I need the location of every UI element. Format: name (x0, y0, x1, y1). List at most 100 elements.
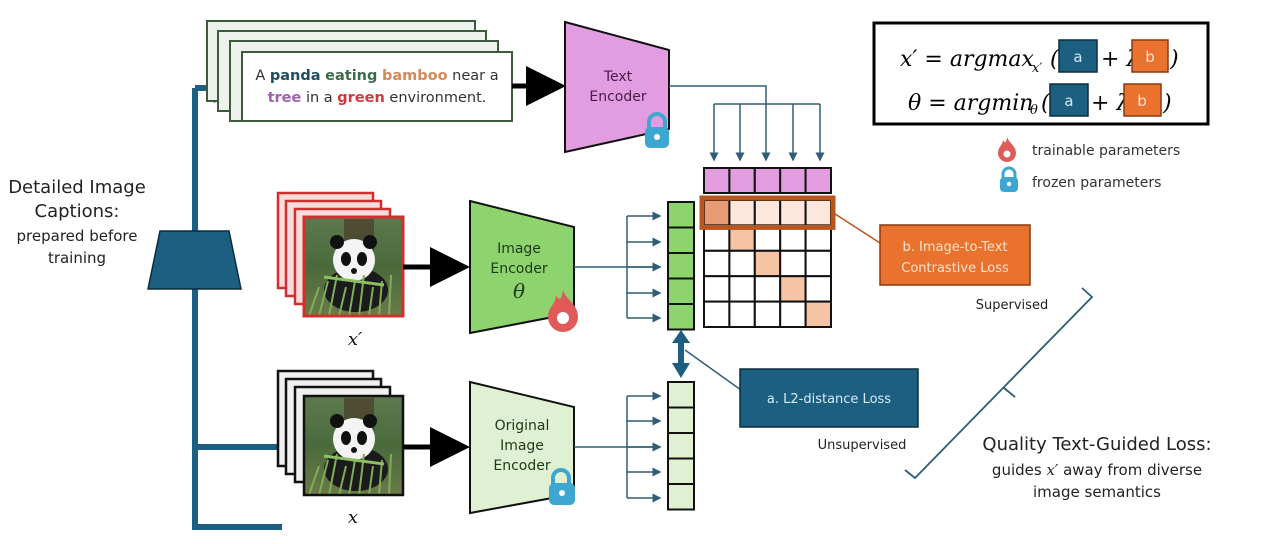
l2-loss-box: a. L2-distance Loss (739, 368, 919, 428)
caption-line-2: tree in a green environment. (268, 90, 487, 106)
eq1-term-b (1131, 39, 1169, 73)
matrix-cell (703, 275, 731, 303)
panda-head (333, 239, 375, 281)
l2-double-arrow (672, 330, 690, 378)
formula-box: x′ = argmax x′ ( a + λ b ) θ = argmin θ … (872, 21, 1210, 126)
matrix-cell-diagonal (753, 249, 782, 278)
adversarial-panda-image (304, 217, 403, 317)
eq1-lhs: x′ = argmax (900, 47, 1035, 72)
contrastive-loss-box: b. Image-to-Text Contrastive Loss (879, 224, 1031, 286)
text-embedding-cell (753, 167, 782, 194)
caption-word: tree (268, 90, 302, 106)
image-encoder-label-2: Encoder (490, 261, 547, 277)
lock-icon (645, 112, 669, 148)
matrix-cell (753, 199, 782, 227)
caption-word: in a (301, 90, 337, 106)
text-embedding-cell (779, 167, 807, 194)
caption-line-1: A panda eating bamboo near a (255, 68, 498, 84)
matrix-cell (804, 275, 832, 303)
flame-icon (998, 137, 1016, 162)
svg-text:): ) (1169, 47, 1179, 72)
caption-source-label: Detailed Image Captions: prepared before… (8, 177, 146, 267)
panda-head (333, 418, 375, 460)
caption-word: environment. (385, 90, 487, 106)
clean-image-stack (276, 369, 405, 497)
lock-icon (1000, 166, 1018, 192)
matrix-cell (728, 249, 756, 278)
matrix-cell (779, 300, 807, 329)
caption-word: bamboo (382, 68, 448, 84)
matrix-cell (753, 300, 782, 329)
original-encoder-label-1: Original (495, 418, 550, 434)
caption-source-title-2: Captions: (35, 201, 120, 222)
eq2-term-a (1049, 83, 1089, 117)
svg-text:(: ( (1041, 91, 1050, 116)
original-embedding-fan-arrows (574, 391, 662, 503)
l2-connector-line (684, 349, 742, 391)
text-encoder-label-2: Encoder (589, 89, 646, 105)
eq2-lhs: θ = argmin (908, 91, 1033, 116)
caption-word: near a (448, 68, 499, 84)
matrix-cell (728, 300, 756, 329)
matrix-cell (703, 300, 731, 329)
clean-image-label: x (348, 507, 358, 528)
matrix-cell (703, 249, 731, 278)
quality-loss-line-2: image semantics (1033, 483, 1161, 501)
embedding-cell (667, 432, 695, 460)
caption-source-sub-2: training (48, 249, 106, 267)
l2-loss-label: a. L2-distance Loss (767, 392, 891, 407)
svg-text:a: a (1064, 92, 1073, 110)
contrastive-connector-line (831, 211, 881, 244)
supervised-tag: Supervised (976, 298, 1048, 313)
svg-text:b: b (1145, 48, 1155, 66)
original-embedding-vector (667, 381, 695, 511)
text-embedding-cell (703, 167, 731, 194)
eq2-sub: θ (1030, 103, 1038, 118)
caption-word: green (337, 90, 385, 106)
legend: trainable parameters frozen parameters (998, 137, 1180, 192)
quality-loss-title: Quality Text-Guided Loss: (982, 434, 1211, 455)
adversarial-image-stack (276, 191, 405, 318)
loss-brace (904, 287, 1094, 480)
image-encoder-param: θ (513, 279, 525, 303)
caption-generator-block (147, 230, 242, 290)
caption-card-stack: A panda eating bamboo near a tree in a g… (206, 20, 513, 122)
caption-route-line (192, 88, 282, 530)
legend-trainable: trainable parameters (1032, 143, 1180, 159)
embedding-cell (667, 226, 695, 254)
similarity-matrix (699, 167, 836, 329)
embedding-cell (667, 457, 695, 485)
original-encoder-label-3: Encoder (493, 458, 550, 474)
adversarial-image-label: x′ (348, 329, 362, 350)
matrix-cell (779, 249, 807, 278)
eq1-sub: x′ (1032, 61, 1042, 76)
matrix-cell-diagonal (779, 275, 807, 303)
matrix-cell-diagonal (804, 300, 832, 329)
image-encoder-label-1: Image (497, 241, 541, 257)
caption-source-sub-1: prepared before (17, 227, 138, 245)
eq2-term-b (1123, 83, 1162, 117)
matrix-cell (753, 275, 782, 303)
embedding-cell (667, 406, 695, 434)
embedding-cell (667, 201, 695, 229)
embedding-cell (667, 303, 695, 331)
caption-card (241, 51, 513, 122)
text-embedding-fan-arrows (709, 104, 825, 162)
legend-frozen: frozen parameters (1032, 175, 1161, 191)
eq1-term-a (1058, 39, 1098, 73)
unsupervised-tag: Unsupervised (818, 438, 907, 453)
clean-panda-image (304, 396, 403, 496)
text-encoder-block (564, 20, 670, 154)
text-embedding-cell (728, 167, 756, 194)
matrix-cell (779, 199, 807, 227)
svg-text:b: b (1137, 92, 1147, 110)
embedding-cell (667, 483, 695, 511)
svg-text:): ) (1162, 91, 1172, 116)
svg-text:(: ( (1050, 47, 1059, 72)
image-embedding-fan-arrows (574, 211, 662, 323)
matrix-cell (804, 199, 832, 227)
original-encoder-label-2: Image (500, 438, 544, 454)
embedding-cell (667, 381, 695, 409)
embedding-cell (667, 252, 695, 280)
